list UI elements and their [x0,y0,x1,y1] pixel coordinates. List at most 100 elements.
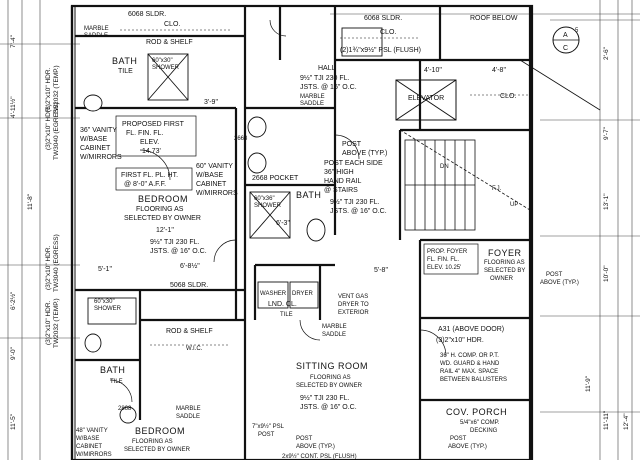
note-foyer-prop-3: ELEV. 10.25' [427,265,461,271]
note-vanity-upper-2: W/BASE [80,136,108,143]
note-tile-top: TILE [118,68,133,75]
note-vanity60-2: W/BASE [196,172,224,179]
note-tile-lower: TILE [110,379,123,385]
note-saddle-top: SADDLE [84,33,108,39]
section-tag-c: C [563,45,568,52]
shelf-lines [120,29,528,346]
dim-9-7: 9'-7" [603,126,610,140]
note-shower-lower-1: 60"x30" [94,299,115,305]
note-post-right-2: ABOVE (TYP.) [540,280,579,286]
note-hdr-left-1: (3)2"x10" HDR. [45,105,52,150]
note-flooring-bed-1: FLOORING AS [136,206,184,213]
dim-10-0: 10'-0" [603,265,610,282]
note-flooring-lower-2: SELECTED BY OWNER [124,447,191,453]
dryer-box [289,281,319,309]
note-psl-flush: (2)1¾"x9½" PSL (FLUSH) [340,46,421,54]
note-dim-4-8: 4'-8" [492,67,506,74]
dim-9-0: 9'-0" [10,346,17,360]
note-sldr-mid: 5068 SLDR. [170,282,208,289]
note-post-each-3: POST EACH SIDE [324,160,383,167]
section-tag-5: 5 [575,28,579,34]
toilet-upper [83,94,103,112]
note-tji-sit-1: 9½" TJI 230 FL. [300,394,349,402]
note-hdr-left-6: TW2032 (TEMP.) [53,65,60,115]
note-sitting-floor-1: FLOORING AS [310,375,351,381]
note-marble-top: MARBLE [84,26,109,32]
dim-11-9: 11'-9" [585,375,592,392]
dim-4-11: 4'-11½" [9,96,17,118]
elevator-shaft [395,79,457,121]
note-post-lower-1: POST [296,436,313,442]
note-vanity-lower-3: CABINET [76,444,102,450]
note-foyer-prop-1: PROP. FOYER [427,249,468,255]
note-door-2668-mid: 2668 [234,136,248,142]
note-door-2868: 2868 [118,406,132,412]
note-shower-top: 60"x30" [152,58,173,64]
shower-lower [87,297,137,325]
note-hdr-left-2: TW3040 (EGRESS) [53,102,60,160]
dim-6-2: 6'-2½" [9,291,17,310]
note-flooring-lower-1: FLOORING AS [132,439,173,445]
note-post-right-1: POST [546,272,563,278]
room-bath-upper: BATH [112,56,137,66]
room-cov-porch: COV. PORCH [446,407,507,417]
note-psl-lower-1: 7"x9½" PSL [252,423,285,430]
section-tag: A C 5 [552,26,580,54]
note-vanity-lower-1: 48" VANITY [76,428,108,434]
note-dim-5-1: 5'-1" [98,266,112,273]
sink-upper [247,116,267,138]
door-swings [109,19,447,403]
room-hall: HALL [318,65,336,72]
note-comp-deck-2: DECKING [470,428,498,434]
note-post-above-2: ABOVE (TYP.) [342,150,387,157]
note-comp-3: RAIL 4" MAX. SPACE [440,369,498,375]
section-tag-a: A [563,32,568,39]
note-sldr-top-left: 6068 SLDR. [128,11,166,18]
note-tji-sit-2: JSTS. @ 16" O.C. [300,404,357,411]
note-vent-3: EXTERIOR [338,310,369,316]
sink-lower [119,406,137,424]
note-post-porch-1: POST [450,436,467,442]
note-handrail-3: @ STAIRS [324,187,358,194]
note-vanity-lower-2: W/BASE [76,436,99,442]
note-dim-4-10: 4'-10" [424,67,442,74]
note-shower-center: 60"x36" [254,196,275,202]
note-rod-shelf-lower: ROD & SHELF [166,328,213,335]
note-marble-sit-1: MARBLE [322,324,347,330]
note-vanity60-1: 60" VANITY [196,163,233,170]
room-foyer: FOYER [488,248,522,258]
dim-7-4: 7'-4" [10,34,17,48]
note-dim-6-3: 6'-3" [276,220,290,227]
note-handrail-1: 36" HIGH [324,169,354,176]
note-roof-below: ROOF BELOW [470,15,518,22]
note-tji-bed-1: 9½" TJI 230 FL. [150,238,199,246]
dim-12-4: 12'-4" [623,413,630,430]
note-hdr-left-5: (3)2"x10" HDR. [45,67,52,112]
note-post-lower-2: ABOVE (TYP.) [296,444,335,450]
dim-2-6: 2'-6" [603,46,610,60]
note-hdr-left-7: (3)2"x10" HDR. [45,300,52,345]
room-bath-lower: BATH [100,365,125,375]
note-dim-5-8: 5'-8" [374,267,388,274]
note-proposed-3: ELEV. [140,139,159,146]
note-vanity-lower-4: W/MIRRORS [76,452,112,458]
note-proposed-4: 14.73' [142,148,161,155]
note-cont-psl: 2x9½" CONT. PSL (FLUSH) [282,453,357,460]
note-foyer-floor-1: FLOORING AS [484,260,525,266]
note-dim-6-8: 6'-8½" [180,262,200,270]
tub-center [341,27,383,57]
note-post-above-1: POST [342,141,362,148]
note-tji-top-1: 9½" TJI 230 FL. [300,74,349,82]
fixtures [83,27,383,424]
note-marble-hall-1: MARBLE [300,94,325,100]
note-flooring-bed-2: SELECTED BY OWNER [124,215,201,222]
note-psl-tji-1: 9½" TJI 230 FL. [330,198,379,206]
note-vanity-upper-1: 36" VANITY [80,127,117,134]
washer-box [257,281,289,309]
note-sldr-top-right: 6068 SLDR. [364,15,402,22]
note-dn-label: DN [440,164,449,170]
note-shower-center2: SHOWER [254,203,282,209]
toilet-lower [84,333,102,353]
